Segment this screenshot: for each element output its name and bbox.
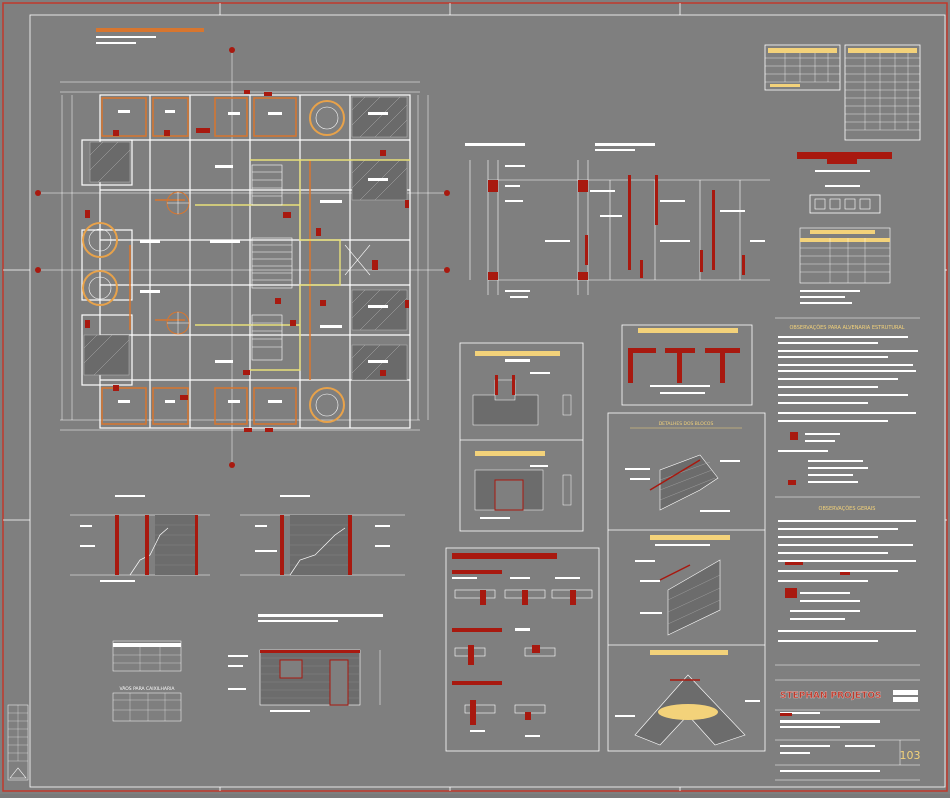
block-details-title: DETALHES DOS BLOCOS: [659, 421, 714, 427]
frames-table-title: VÃOS PARA CAIXILHARIA: [119, 685, 175, 692]
border-ticks: [3, 3, 947, 791]
company-name: STEPHAN PROJETOS: [780, 691, 881, 701]
revision-table: [7, 704, 29, 781]
floor-plan: [35, 28, 450, 468]
wall-sections: [465, 143, 770, 298]
wall-elevation: [228, 614, 383, 712]
tables-top-right: [764, 44, 921, 304]
inner-border: [29, 14, 946, 788]
general-notes-title: OBSERVAÇÕES GERAIS: [819, 505, 876, 512]
detail-boxes-middle: DETALHES DOS BLOCOS: [459, 324, 766, 752]
structural-notes-title: OBSERVAÇÕES PARA ALVENARIA ESTRUTURAL: [789, 324, 904, 331]
sheet-number: 103: [900, 749, 921, 762]
stair-sections: [70, 495, 405, 582]
frames-tables: VÃOS PARA CAIXILHARIA: [112, 640, 182, 722]
block-plan-details: [445, 547, 600, 752]
structural-notes: OBSERVAÇÕES PARA ALVENARIA ESTRUTURAL OB…: [775, 317, 921, 781]
